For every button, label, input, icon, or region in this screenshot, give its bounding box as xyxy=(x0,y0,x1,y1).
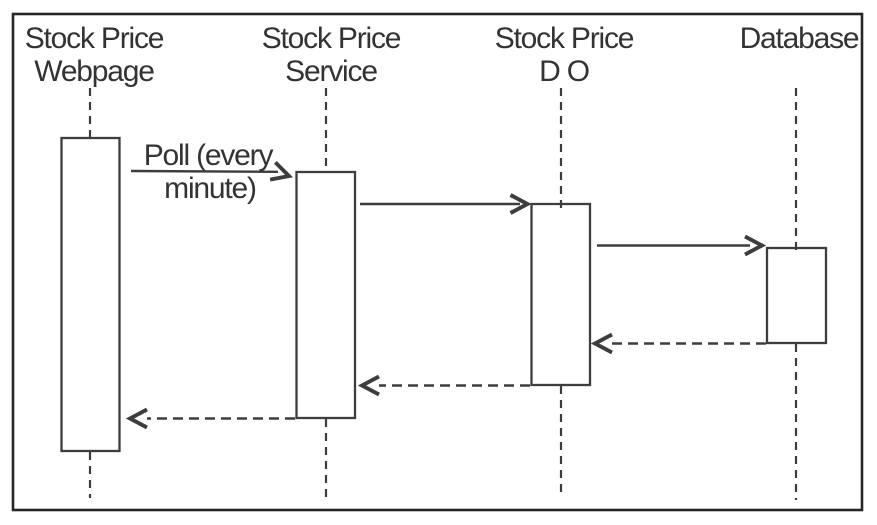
actor-label-line2: Service xyxy=(285,55,378,88)
activation-bar-dao xyxy=(530,202,592,387)
message-label-poll-line1: Poll (every xyxy=(143,139,274,172)
actor-label-line2: D O xyxy=(539,55,590,88)
arrowhead xyxy=(269,161,293,182)
activation-bar-database xyxy=(765,246,828,345)
actor-label-line1: Stock Price xyxy=(494,22,635,55)
message-arrow-service-to-dao xyxy=(360,193,532,215)
activation-bar-webpage xyxy=(60,136,121,453)
arrowhead xyxy=(357,374,380,397)
arrowhead xyxy=(509,193,532,215)
return-arrow-database-to-dao xyxy=(590,332,766,355)
actor-label-line2: Webpage xyxy=(34,55,155,88)
actor-label-service: Stock Price Service xyxy=(231,22,431,88)
actor-label-line1: Stock Price xyxy=(24,22,165,55)
actor-label-line1: Database xyxy=(739,22,860,55)
message-arrow-dao-to-database xyxy=(597,234,767,257)
actor-label-database: Database xyxy=(699,22,877,55)
diagram-frame xyxy=(11,12,864,512)
actor-label-dao: Stock Price D O xyxy=(464,22,664,88)
arrowhead xyxy=(590,332,613,355)
return-arrow-dao-to-service xyxy=(357,374,530,397)
return-arrow-service-to-webpage xyxy=(125,407,295,430)
message-arrow-poll xyxy=(130,161,293,182)
message-label-poll-line2: minute) xyxy=(164,172,257,205)
activation-bar-service xyxy=(295,170,357,420)
actor-label-webpage: Stock Price Webpage xyxy=(0,22,194,88)
actor-label-line1: Stock Price xyxy=(261,22,402,55)
arrowhead xyxy=(744,234,767,257)
arrowhead xyxy=(125,407,148,430)
